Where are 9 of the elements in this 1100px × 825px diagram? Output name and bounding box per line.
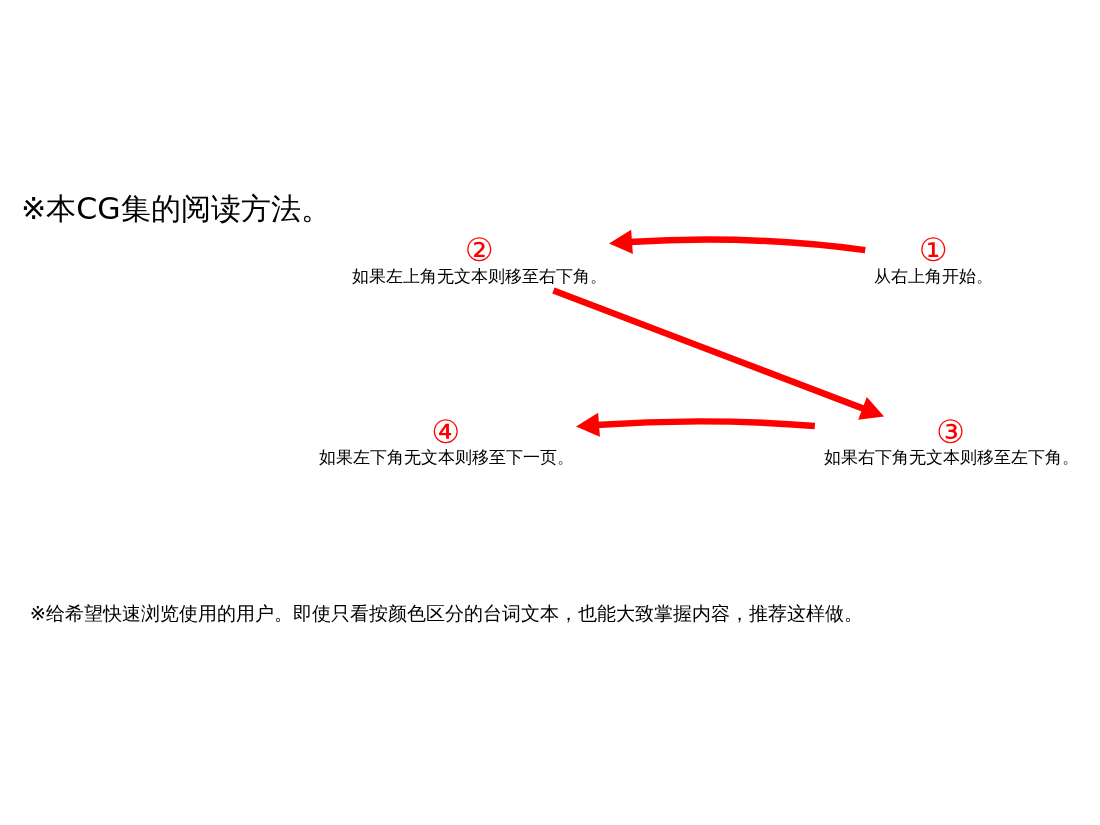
arrow xyxy=(609,229,866,254)
node-text: ① 从右上角开始。 xyxy=(874,231,994,286)
diagram-title: ※本CG集的阅读方法。 xyxy=(21,190,331,226)
node-text: ④ 如果左下角无文本则移至下一页。 xyxy=(318,413,574,468)
node-text: ③ 如果右下角无文本则移至左下角。 xyxy=(823,413,1079,468)
arrow xyxy=(576,412,816,437)
node-text: ② 如果左上角无文本则移至右下角。 xyxy=(352,231,608,286)
label: ※给希望快速浏览使用的用户。即使只看按颜色区分的台词文本，也能大致掌握内容，推荐这样做。 xyxy=(29,602,864,626)
arrow xyxy=(552,287,885,420)
